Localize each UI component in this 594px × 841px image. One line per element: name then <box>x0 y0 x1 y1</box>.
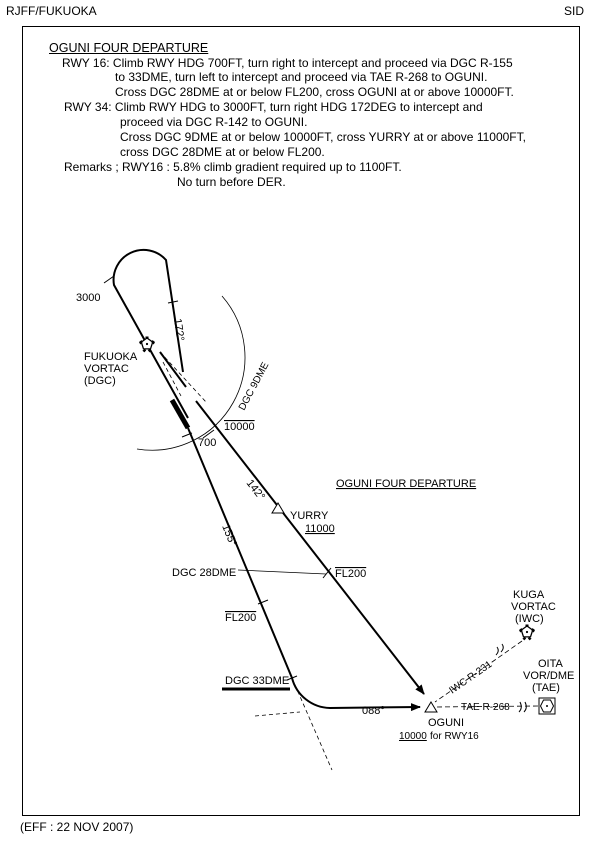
label-oguni-alt: 10000 <box>399 731 427 742</box>
label-fl200-right: FL200 <box>335 568 366 580</box>
procedure-line-6: Cross DGC 9DME at or below 10000FT, cros… <box>120 130 526 144</box>
iwc-break-symbol <box>495 643 504 656</box>
airport-ident: RJFF/FUKUOKA <box>6 4 97 18</box>
remarks-line-2: No turn before DER. <box>177 175 286 189</box>
tae-break-symbol <box>518 701 527 713</box>
label-oguni-alt-note: for RWY16 <box>430 731 479 742</box>
label-tae-radial: TAE R-268 <box>461 702 510 713</box>
label-dgc-9dme: DGC 9DME <box>237 360 272 412</box>
label-kuga-3: (IWC) <box>515 613 544 625</box>
label-oguni: OGUNI <box>428 717 464 729</box>
label-iwc-radial: IWC R-231 <box>447 659 494 697</box>
label-10000-below: 10000 <box>224 421 255 433</box>
oita-vordme-icon <box>538 697 556 715</box>
dgc-radial-dashed-1 <box>159 351 207 403</box>
tick-28dme-left <box>257 599 269 605</box>
yurry-fix-icon <box>271 502 285 514</box>
label-dgc-28dme: DGC 28DME <box>172 567 236 579</box>
label-chart-title: OGUNI FOUR DEPARTURE <box>336 478 476 490</box>
label-yurry: YURRY <box>290 510 329 522</box>
fukuoka-vortac-icon <box>139 336 155 353</box>
tick-700 <box>181 432 193 438</box>
procedure-line-5: proceed via DGC R-142 to OGUNI. <box>120 115 308 129</box>
label-700: 700 <box>198 437 216 449</box>
radial-142-track <box>159 351 424 694</box>
label-fukuoka-2: VORTAC <box>84 363 129 375</box>
procedure-line-3: Cross DGC 28DME at or below FL200, cross… <box>115 85 514 99</box>
label-oita-1: OITA <box>538 658 564 670</box>
procedure-line-2: to 33DME, turn left to intercept and pro… <box>115 70 488 84</box>
tae-r268-extension <box>254 711 301 717</box>
label-fukuoka-1: FUKUOKA <box>84 351 138 363</box>
dgc-9dme-arc <box>136 295 246 451</box>
label-fukuoka-3: (DGC) <box>84 375 116 387</box>
label-kuga-2: VORTAC <box>511 601 556 613</box>
label-oita-3: (TAE) <box>532 682 560 694</box>
procedure-line-4: RWY 34: Climb RWY HDG to 3000FT, turn ri… <box>64 100 483 114</box>
dgc-28dme-leader <box>237 569 327 575</box>
iwc-r231-line <box>434 640 523 703</box>
procedure-title: OGUNI FOUR DEPARTURE <box>49 41 209 55</box>
label-088: 088° <box>362 705 385 717</box>
procedure-line-1: RWY 16: Climb RWY HDG 700FT, turn right … <box>62 56 513 70</box>
chart-type: SID <box>563 4 584 18</box>
label-fl200-left: FL200 <box>225 612 256 624</box>
radial-155-extension <box>291 677 333 771</box>
kuga-vortac-icon <box>519 624 535 641</box>
remarks-line-1: Remarks ; RWY16 : 5.8% climb gradient re… <box>64 160 402 174</box>
tick-28dme-right <box>322 567 332 579</box>
tick-3000 <box>103 275 115 284</box>
tick-172 <box>167 300 179 304</box>
label-142: 142° <box>244 477 267 502</box>
tick-33dme <box>286 675 298 681</box>
label-dgc-33dme: DGC 33DME <box>225 675 289 687</box>
label-yurry-alt: 11000 <box>305 523 335 535</box>
label-3000: 3000 <box>76 292 100 304</box>
rwy34-climb-track <box>112 248 189 419</box>
effective-date: (EFF : 22 NOV 2007) <box>20 820 134 834</box>
label-oita-2: VOR/DME <box>523 670 574 682</box>
oguni-fix-icon <box>424 701 438 713</box>
label-155: 155° <box>219 523 239 549</box>
tick-9dme <box>202 429 215 439</box>
label-kuga-1: KUGA <box>513 589 545 601</box>
runway <box>169 398 191 430</box>
label-172: 172° <box>171 318 186 342</box>
procedure-line-7: cross DGC 28DME at or below FL200. <box>120 145 325 159</box>
chart-frame <box>22 26 580 816</box>
